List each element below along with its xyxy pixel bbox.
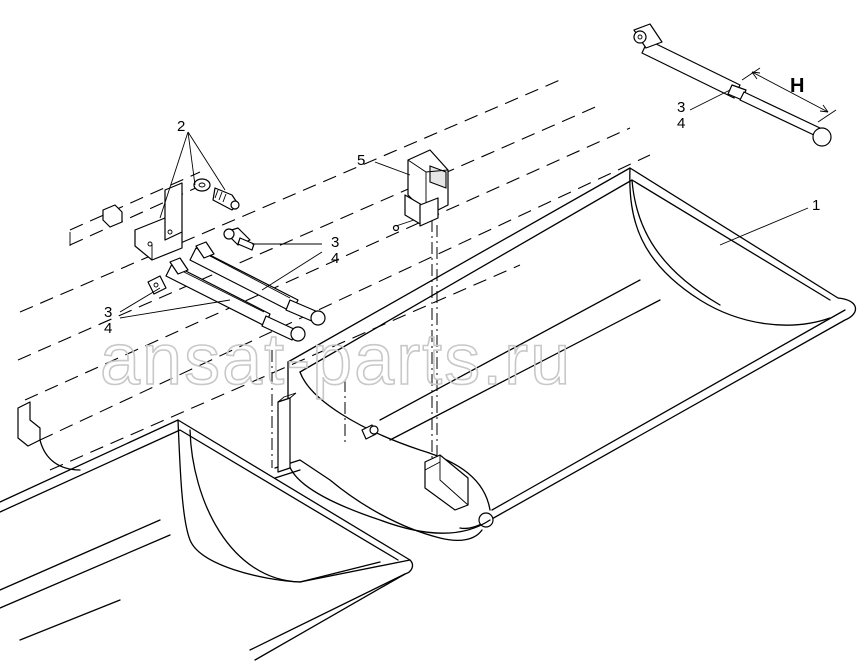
callout-3-mid: 3: [331, 234, 339, 251]
left-frame-fragment: [17, 232, 81, 471]
callout-1: 1: [812, 197, 820, 214]
watermark-text: ansat-parts.ru: [100, 320, 572, 400]
strut-pin-fitting: [223, 227, 255, 251]
gas-strut-upper: [189, 241, 326, 326]
callout-4-top: 4: [677, 115, 685, 132]
bin-pin: [361, 424, 379, 440]
main-bin: [274, 167, 857, 541]
phantom-structure-lines: [17, 79, 651, 471]
latch-catch: [424, 454, 469, 511]
callout-2: 2: [177, 118, 185, 135]
callout-5: 5: [357, 152, 365, 169]
strut-clip: [147, 275, 167, 295]
left-bin: [0, 419, 414, 661]
alignment-lines: [271, 220, 438, 468]
callout-4-mid: 4: [331, 250, 339, 267]
gas-strut-detail: [633, 23, 837, 147]
dimension-label-h: H: [790, 75, 804, 97]
callout-labels: 1 2 3 4 3 4 3 4 5 H: [104, 75, 820, 337]
callout-3-top: 3: [677, 99, 685, 116]
gas-strut-lower: [165, 257, 306, 342]
callout-4-left: 4: [104, 320, 112, 337]
bracket-assembly: [102, 178, 240, 261]
latch-assembly: [392, 149, 449, 232]
leader-lines: [119, 89, 809, 319]
callout-3-left: 3: [104, 304, 112, 321]
